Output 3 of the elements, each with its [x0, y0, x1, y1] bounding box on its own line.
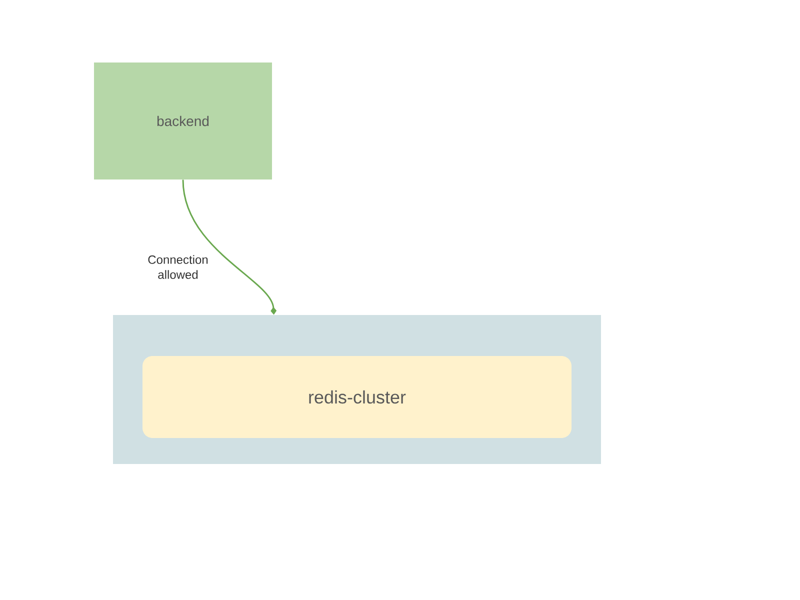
edge-label: Connection allowed [140, 254, 216, 280]
service-box: backend [94, 62, 272, 180]
cluster-box: redis-cluster [142, 356, 572, 438]
